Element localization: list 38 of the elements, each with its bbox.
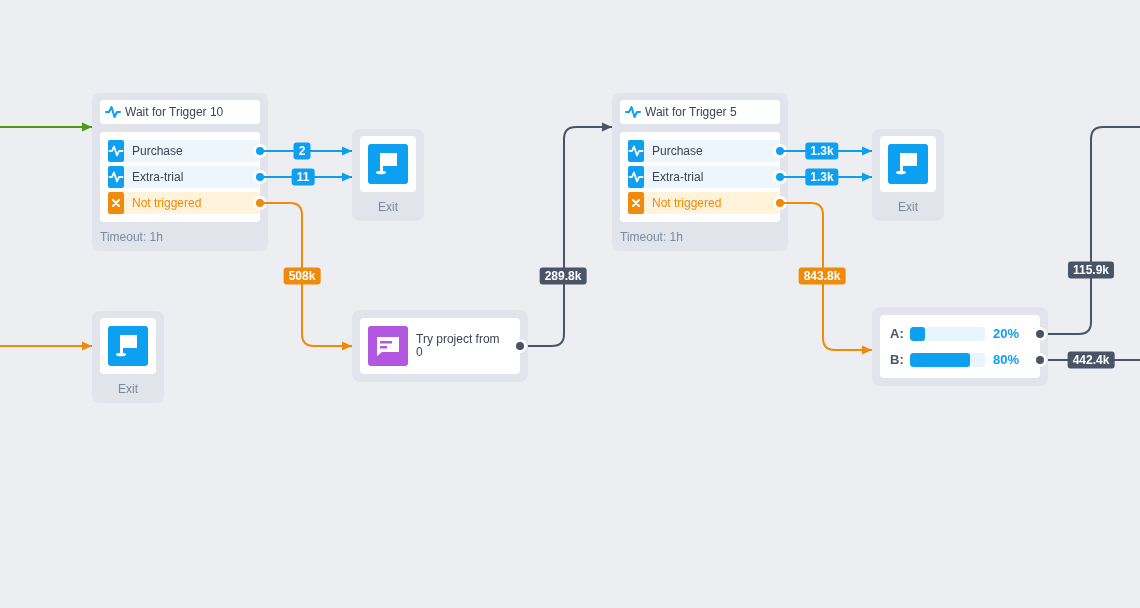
timeout-text: Timeout: 1h xyxy=(100,230,163,244)
percentage-value: 80% xyxy=(993,352,1020,368)
timeout-text: Timeout: 1h xyxy=(620,230,683,244)
exit-label: Exit xyxy=(377,200,399,214)
exit-label: Exit xyxy=(117,382,139,396)
option-label: Purchase xyxy=(652,144,703,158)
split-card xyxy=(872,307,1048,386)
trigger-title: Wait for Trigger 10 xyxy=(125,105,224,119)
option-label: Not triggered xyxy=(132,196,202,210)
edge-label: 1.3k xyxy=(805,168,839,186)
edge-label: 289.8k xyxy=(539,267,587,285)
edge-label: 2 xyxy=(293,142,311,160)
edge-label: 11 xyxy=(291,168,315,186)
trigger-card xyxy=(92,93,268,251)
percentage-value: 20% xyxy=(993,326,1020,342)
trigger-title: Wait for Trigger 5 xyxy=(645,105,737,119)
variant-label: A: xyxy=(890,326,904,342)
option-label: Extra-trial xyxy=(132,170,184,184)
exit-label: Exit xyxy=(897,200,919,214)
arrow xyxy=(0,341,93,351)
connector-line xyxy=(1047,126,1140,335)
trigger-card xyxy=(612,93,788,251)
edge-label: 1.3k xyxy=(805,142,839,160)
edge-label: 843.8k xyxy=(798,267,846,285)
message-card xyxy=(352,310,528,382)
arrow xyxy=(0,122,93,132)
variant-label: B: xyxy=(890,352,904,368)
option-label: Purchase xyxy=(132,144,183,158)
edge-label: 442.4k xyxy=(1067,351,1115,369)
option-label: Not triggered xyxy=(652,196,722,210)
option-label: Extra-trial xyxy=(652,170,704,184)
exit-card xyxy=(92,311,164,403)
exit-card xyxy=(352,129,424,221)
edge-label: 508k xyxy=(283,267,321,285)
edge-label: 115.9k xyxy=(1068,261,1114,279)
message-text: Try project from 0 xyxy=(416,333,501,359)
exit-card xyxy=(872,129,944,221)
arrow xyxy=(527,122,613,347)
